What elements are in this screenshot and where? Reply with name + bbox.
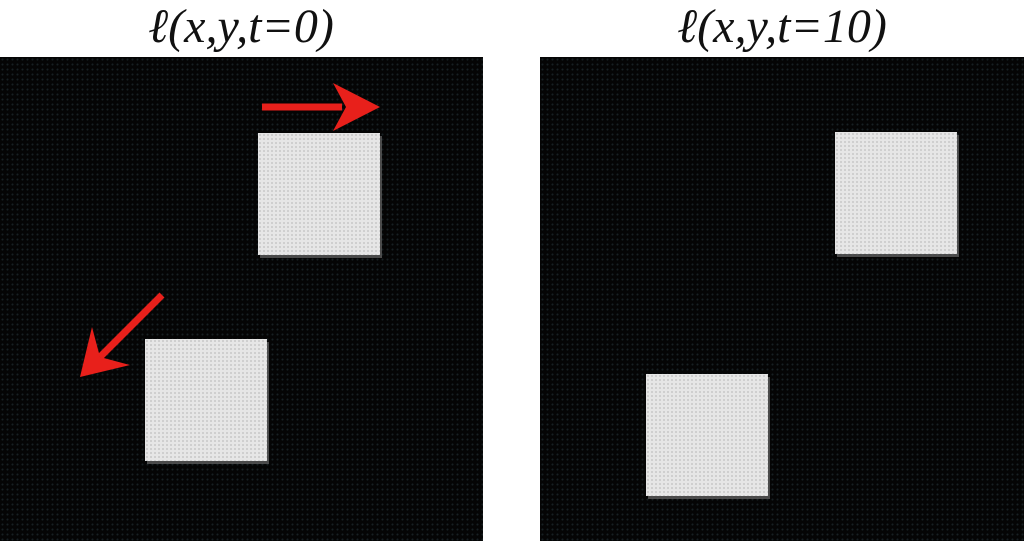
arrow-down-left-icon: [80, 292, 165, 377]
frame-t0: [0, 57, 483, 541]
panel-title-t10: ℓ(x,y,t=10): [677, 0, 887, 53]
motion-arrows: [80, 83, 380, 377]
square-top-right: [258, 133, 380, 255]
square-bottom-left: [145, 339, 267, 461]
arrow-right-icon: [262, 83, 380, 131]
square-top-right: [835, 132, 957, 254]
square-bottom-left: [646, 374, 768, 496]
panel-title-t0: ℓ(x,y,t=0): [148, 0, 334, 53]
frame-t10: [540, 57, 1024, 541]
